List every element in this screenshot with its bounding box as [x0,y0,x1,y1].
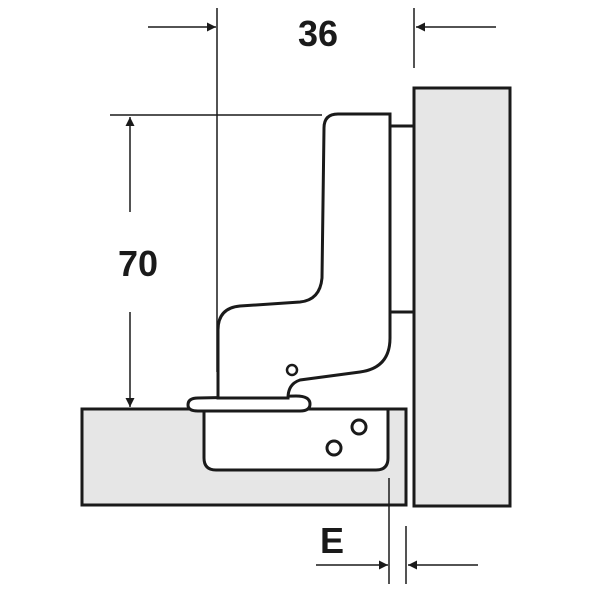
height-dimension-label: 70 [118,243,158,284]
mounting-plate [388,124,416,314]
hinge-cup [202,407,390,472]
cup-screw-hole-bottom [325,439,343,457]
arm-rivet [285,363,299,377]
cup-screw-hole-top [350,418,368,436]
overlay-dimension-label: E [320,520,344,561]
cabinet-side-panel [412,86,512,508]
hinge-arm [216,112,392,400]
cup-flange [186,394,312,413]
width-dimension-label: 36 [298,13,338,54]
